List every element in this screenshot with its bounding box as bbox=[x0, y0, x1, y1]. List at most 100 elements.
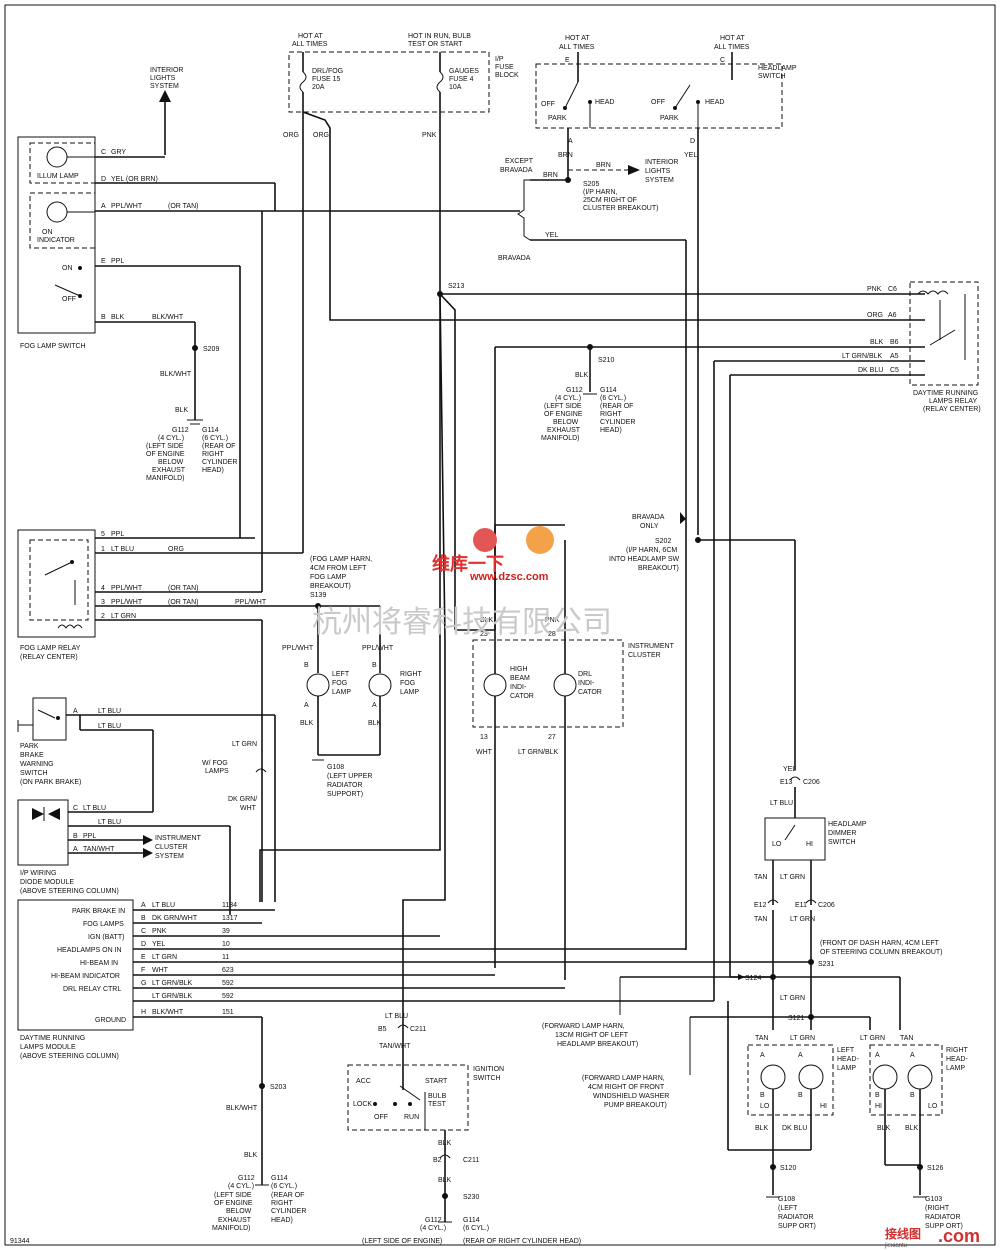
svg-text:DRL RELAY CTRL: DRL RELAY CTRL bbox=[63, 986, 121, 993]
svg-text:(REAR OF: (REAR OF bbox=[600, 403, 633, 410]
svg-text:(FORWARD LAMP HARN,: (FORWARD LAMP HARN, bbox=[542, 1023, 625, 1030]
svg-text:BLK: BLK bbox=[244, 1152, 258, 1159]
park-brake-switch: PARK BRAKE WARNING SWITCH (ON PARK BRAKE… bbox=[17, 697, 276, 902]
svg-text:SYSTEM: SYSTEM bbox=[155, 853, 184, 860]
svg-text:INTERIOR: INTERIOR bbox=[645, 159, 678, 166]
svg-text:(RIGHT: (RIGHT bbox=[925, 1205, 950, 1212]
svg-text:BLK: BLK bbox=[438, 1140, 452, 1147]
svg-text:BLK: BLK bbox=[877, 1125, 891, 1132]
svg-text:FOG LAMP SWITCH: FOG LAMP SWITCH bbox=[20, 343, 86, 350]
svg-text:INDI-: INDI- bbox=[510, 684, 527, 691]
svg-text:FUSE: FUSE bbox=[495, 64, 514, 71]
svg-text:EXHAUST: EXHAUST bbox=[218, 1217, 252, 1224]
svg-text:TAN: TAN bbox=[754, 874, 767, 881]
svg-text:ONLY: ONLY bbox=[640, 523, 659, 530]
svg-text:ON: ON bbox=[62, 265, 73, 272]
fog-lamp-relay: FOG LAMP RELAY (RELAY CENTER) 5 PPL 1 LT… bbox=[17, 211, 318, 902]
svg-text:TAN/WHT: TAN/WHT bbox=[379, 1043, 411, 1050]
watermark-logo: 维库一下 www.dzsc.com bbox=[432, 526, 554, 583]
instrument-cluster: BLK PNK 23 28 INSTRUMENT CLUSTER HIGH BE… bbox=[455, 524, 675, 980]
svg-text:(LEFT SIDE: (LEFT SIDE bbox=[214, 1192, 252, 1199]
svg-text:LT GRN/BLK: LT GRN/BLK bbox=[842, 353, 883, 360]
svg-text:GROUND: GROUND bbox=[95, 1017, 126, 1024]
svg-text:MANIFOLD): MANIFOLD) bbox=[146, 475, 185, 482]
svg-text:WARNING: WARNING bbox=[20, 761, 54, 768]
svg-text:FOG: FOG bbox=[400, 680, 415, 687]
svg-text:SYSTEM: SYSTEM bbox=[645, 177, 674, 184]
fog-lamp-switch: ILLUM LAMP ON INDICATOR ON OFF FOG LAMP … bbox=[17, 136, 520, 350]
svg-text:B: B bbox=[760, 1092, 765, 1099]
svg-text:LT BLU: LT BLU bbox=[98, 723, 121, 730]
svg-text:PPL/WHT: PPL/WHT bbox=[235, 599, 267, 606]
svg-text:ACC: ACC bbox=[356, 1078, 371, 1085]
svg-text:ON: ON bbox=[42, 229, 53, 236]
svg-text:(FRONT OF DASH HARN, 4CM LEFT: (FRONT OF DASH HARN, 4CM LEFT bbox=[820, 940, 940, 947]
svg-text:C206: C206 bbox=[803, 779, 820, 786]
svg-text:BELOW: BELOW bbox=[226, 1208, 252, 1215]
illum-lamp-icon bbox=[46, 146, 68, 168]
svg-text:623: 623 bbox=[222, 967, 234, 974]
svg-text:PARK: PARK bbox=[20, 743, 39, 750]
svg-text:S209: S209 bbox=[203, 346, 219, 353]
svg-text:A: A bbox=[141, 902, 146, 909]
svg-text:LAMP: LAMP bbox=[837, 1065, 856, 1072]
svg-text:TEST: TEST bbox=[428, 1101, 447, 1108]
svg-text:(6 CYL.): (6 CYL.) bbox=[463, 1225, 489, 1232]
svg-text:RIGHT: RIGHT bbox=[271, 1200, 294, 1207]
svg-text:BRAKE: BRAKE bbox=[20, 752, 44, 759]
svg-text:BULB: BULB bbox=[428, 1093, 447, 1100]
svg-text:F: F bbox=[141, 967, 145, 974]
svg-text:A: A bbox=[568, 138, 573, 145]
svg-text:OFF: OFF bbox=[374, 1114, 388, 1121]
svg-text:LAMP: LAMP bbox=[946, 1065, 965, 1072]
svg-text:A: A bbox=[910, 1052, 915, 1059]
svg-text:CLUSTER: CLUSTER bbox=[628, 652, 661, 659]
svg-text:G103: G103 bbox=[925, 1196, 942, 1203]
headlamp-dimmer-switch: YEL E13 C206 LT BLU HEADLAMP DIMMER SWIT… bbox=[754, 766, 867, 1030]
svg-text:E12: E12 bbox=[754, 902, 767, 909]
svg-text:A: A bbox=[73, 846, 78, 853]
svg-text:FUSE 4: FUSE 4 bbox=[449, 76, 474, 83]
svg-text:SWITCH: SWITCH bbox=[473, 1075, 501, 1082]
svg-text:B6: B6 bbox=[890, 339, 899, 346]
svg-text:(LEFT SIDE: (LEFT SIDE bbox=[544, 403, 582, 410]
svg-text:LIGHTS: LIGHTS bbox=[645, 168, 671, 175]
svg-text:DRL: DRL bbox=[578, 671, 592, 678]
svg-text:BLK: BLK bbox=[755, 1125, 769, 1132]
svg-text:LT GRN/BLK: LT GRN/BLK bbox=[152, 993, 193, 1000]
svg-text:C211: C211 bbox=[463, 1157, 479, 1164]
svg-text:S230: S230 bbox=[463, 1194, 479, 1201]
svg-text:BLK: BLK bbox=[175, 407, 189, 414]
svg-text:WHT: WHT bbox=[476, 749, 493, 756]
svg-text:GAUGES: GAUGES bbox=[449, 68, 479, 75]
svg-text:SYSTEM: SYSTEM bbox=[150, 83, 179, 90]
svg-text:LO: LO bbox=[928, 1103, 938, 1110]
svg-text:(LEFT SIDE: (LEFT SIDE bbox=[146, 443, 184, 450]
svg-text:S213: S213 bbox=[448, 283, 464, 290]
svg-text:YEL: YEL bbox=[152, 941, 165, 948]
svg-text:PPL/WHT: PPL/WHT bbox=[362, 645, 394, 652]
svg-text:1134: 1134 bbox=[222, 902, 237, 909]
svg-text:27: 27 bbox=[548, 734, 556, 741]
svg-text:PARK: PARK bbox=[548, 115, 567, 122]
svg-text:RIGHT: RIGHT bbox=[946, 1047, 969, 1054]
svg-text:A: A bbox=[798, 1052, 803, 1059]
svg-text:S205: S205 bbox=[583, 181, 599, 188]
svg-text:S120: S120 bbox=[780, 1165, 796, 1172]
svg-text:ALL TIMES: ALL TIMES bbox=[714, 44, 750, 51]
svg-text:LAMPS RELAY: LAMPS RELAY bbox=[929, 398, 977, 405]
svg-text:BELOW: BELOW bbox=[553, 419, 579, 426]
svg-text:CLUSTER BREAKOUT): CLUSTER BREAKOUT) bbox=[583, 205, 658, 212]
svg-text:TAN: TAN bbox=[900, 1035, 913, 1042]
svg-text:G112: G112 bbox=[238, 1175, 255, 1182]
svg-text:BLK: BLK bbox=[111, 314, 125, 321]
svg-text:LEFT: LEFT bbox=[332, 671, 350, 678]
svg-text:jiexiantu: jiexiantu bbox=[884, 1243, 907, 1249]
svg-text:4: 4 bbox=[101, 585, 105, 592]
svg-text:HOT AT: HOT AT bbox=[720, 35, 745, 42]
svg-text:28: 28 bbox=[548, 631, 556, 638]
diode-module: C LT BLU LT BLU B PPL A TAN/WHT INSTRUME… bbox=[17, 799, 231, 915]
svg-text:HEADLAMPS ON IN: HEADLAMPS ON IN bbox=[57, 947, 122, 954]
svg-text:S231: S231 bbox=[818, 961, 834, 968]
svg-text:BLK: BLK bbox=[870, 339, 884, 346]
